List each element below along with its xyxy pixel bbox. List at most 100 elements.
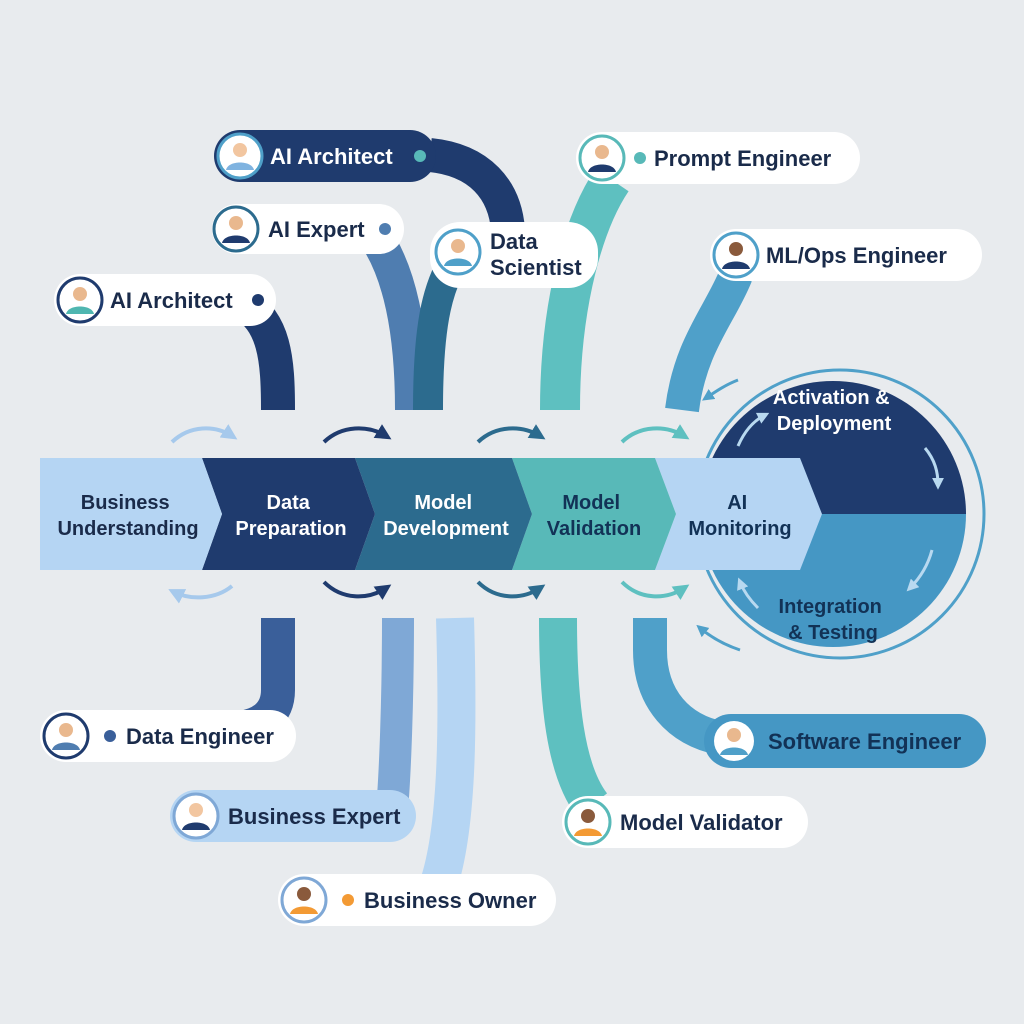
stage-2-line2: Preparation [235, 518, 346, 540]
stage-data-preparation-shape [202, 458, 375, 570]
arrow-top-3-icon [476, 424, 546, 444]
cycle-top-line2: Deployment [777, 413, 892, 435]
cycle-entry-arrow-icon [702, 378, 739, 401]
stage-data-preparation: Data Preparation [235, 492, 346, 540]
label-model-validator: Model Validator [620, 810, 783, 835]
pill-business-owner [278, 874, 556, 926]
person-avatar-icon [712, 231, 760, 279]
person-avatar-icon [172, 792, 220, 840]
dot-icon [342, 894, 354, 906]
person-avatar-icon [564, 798, 612, 846]
label-prompt-engineer: Prompt Engineer [654, 146, 832, 171]
role-ai-architect-left: AI Architect [54, 274, 276, 326]
cycle-top-right-arrow-icon [923, 447, 944, 490]
arrow-bottom-2-icon [322, 580, 392, 600]
cycle-top-label: Activation & Deployment [773, 387, 895, 435]
stage-1-line2: Understanding [57, 518, 198, 540]
arrow-top-4-icon [620, 424, 690, 444]
connector-business-owner [421, 617, 476, 886]
label-software-engineer: Software Engineer [768, 729, 962, 754]
label-data-scientist: Data Scientist [490, 229, 582, 280]
cycle-bottom-left-arrow-icon [737, 577, 760, 610]
label-business-expert: Business Expert [228, 804, 401, 829]
dot-icon [379, 223, 391, 235]
person-avatar-icon [578, 134, 626, 182]
pill-prompt-engineer [576, 132, 860, 184]
arrow-bottom-4-icon [620, 580, 690, 600]
person-avatar-icon [434, 228, 482, 276]
arrow-top-2-icon [322, 424, 392, 444]
pill-software-engineer [704, 714, 986, 768]
stage-model-validation-shape [512, 458, 676, 570]
stage-model-development-shape [355, 458, 532, 570]
person-avatar-icon [56, 276, 104, 324]
connector-model-validator [539, 617, 608, 817]
person-avatar-icon [216, 132, 264, 180]
pill-business-expert [170, 790, 416, 842]
pill-mlops-engineer [710, 229, 982, 281]
dot-icon [252, 294, 264, 306]
connector-mlops-engineer [665, 268, 752, 413]
flow-arrows [168, 424, 690, 604]
stage-5-line2: Monitoring [688, 518, 791, 540]
label-ai-expert: AI Expert [268, 217, 365, 242]
dot-icon [414, 150, 426, 162]
stage-2-line1: Data [267, 492, 311, 514]
arrow-bottom-1-icon [168, 584, 234, 604]
cycle-top-left-arrow-icon [736, 412, 770, 447]
label-mlops-engineer: ML/Ops Engineer [766, 243, 947, 268]
stage-3-line2: Development [383, 518, 509, 540]
role-software-engineer: Software Engineer [704, 714, 986, 768]
stage-model-validation: Model Validation [547, 492, 641, 540]
person-avatar-icon [280, 876, 328, 924]
cycle-top-line1: Activation & [773, 387, 890, 409]
connector-ai-architect-top [427, 138, 525, 232]
person-avatar-icon [42, 712, 90, 760]
person-avatar-icon [212, 205, 260, 253]
person-avatar-icon [714, 721, 754, 761]
stage-4-line1: Model [562, 492, 620, 514]
role-prompt-engineer: Prompt Engineer [576, 132, 860, 184]
cycle-bottom-line1: Integration [779, 596, 882, 618]
stage-4-line2: Validation [547, 518, 641, 540]
pill-ai-architect-left [54, 274, 276, 326]
role-data-engineer: Data Engineer [40, 710, 296, 762]
cycle-bottom-line2: & Testing [788, 622, 878, 644]
cycle-bottom-right-arrow-icon [906, 549, 934, 592]
pill-ai-expert [212, 204, 404, 254]
pill-ai-architect-top [214, 130, 436, 182]
pill-data-engineer [40, 710, 296, 762]
dot-icon [634, 152, 646, 164]
stage-model-development: Model Development [383, 492, 509, 540]
label-data-scientist-line1: Data [490, 229, 538, 254]
stage-business-understanding: Business Understanding [57, 492, 198, 540]
role-ai-architect-top: AI Architect [214, 130, 436, 182]
role-mlops-engineer: ML/Ops Engineer [710, 229, 982, 281]
label-ai-architect-top: AI Architect [270, 144, 393, 169]
label-ai-architect-left: AI Architect [110, 288, 233, 313]
stage-business-understanding-shape [40, 458, 222, 570]
role-ai-expert: AI Expert [212, 204, 404, 254]
connector-prompt-engineer [540, 168, 629, 411]
dot-icon [104, 730, 116, 742]
cycle-bottom-label: Integration & Testing [779, 596, 888, 644]
connector-business-expert [376, 617, 414, 812]
role-business-owner: Business Owner [278, 874, 556, 926]
stage-3-line1: Model [414, 492, 472, 514]
arrow-top-1-icon [170, 424, 238, 444]
role-business-expert: Business Expert [170, 790, 416, 842]
cycle-exit-arrow-icon [696, 624, 741, 652]
label-business-owner: Business Owner [364, 888, 537, 913]
label-data-scientist-line2: Scientist [490, 255, 582, 280]
pill-model-validator [562, 796, 808, 848]
role-model-validator: Model Validator [562, 796, 808, 848]
connector-ai-expert [358, 221, 429, 411]
stage-ai-monitoring-shape [655, 458, 822, 570]
arrow-bottom-3-icon [476, 580, 546, 600]
pipeline-band: Business Understanding Data Preparation … [40, 458, 822, 570]
stage-1-line1: Business [81, 492, 170, 514]
label-data-engineer: Data Engineer [126, 724, 274, 749]
stage-ai-monitoring: AI Monitoring [688, 492, 791, 540]
